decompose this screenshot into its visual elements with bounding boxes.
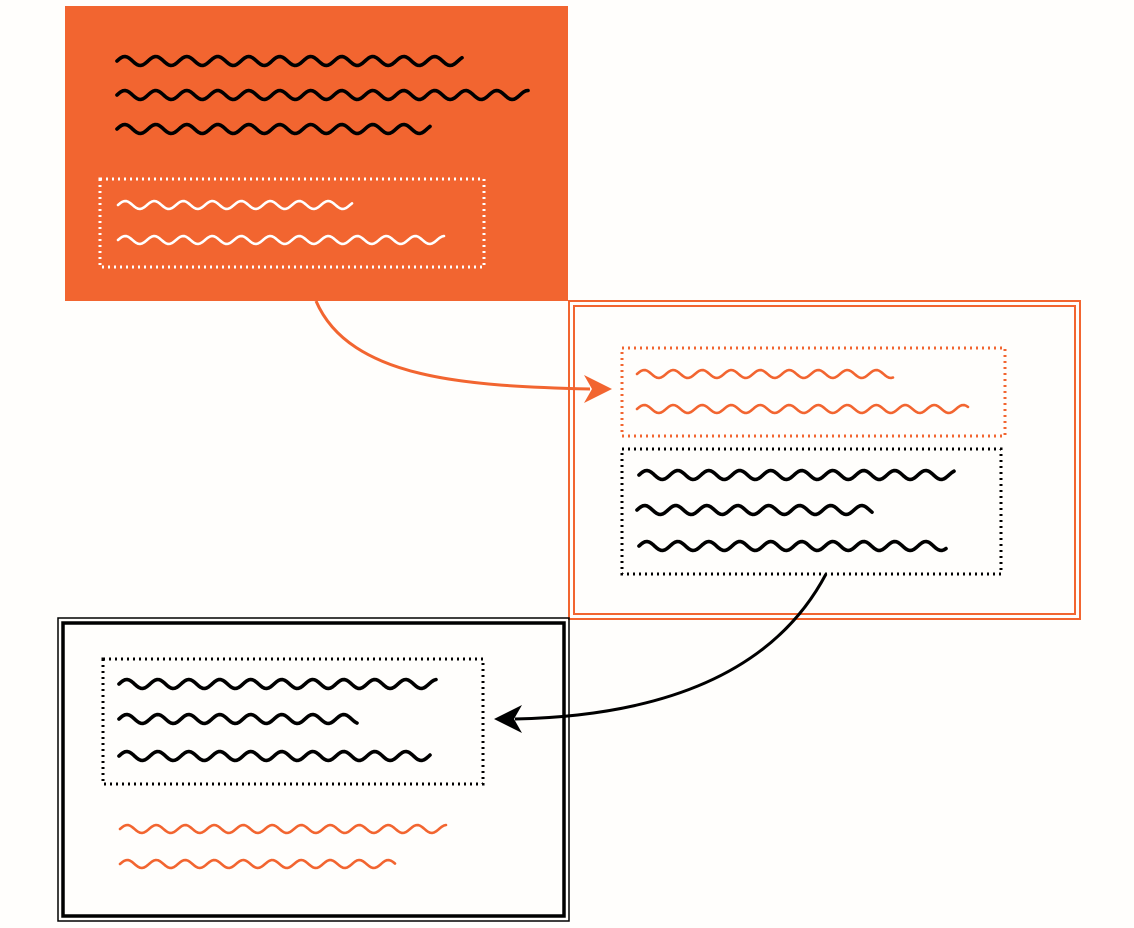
arrowhead-icon	[494, 705, 522, 733]
squiggle-line	[115, 54, 464, 68]
arrow-curve	[514, 573, 828, 721]
squiggle-line	[635, 503, 874, 517]
middle-inner-border	[573, 305, 1076, 615]
arrow-source-to-middle	[314, 300, 612, 403]
source-block	[65, 6, 568, 301]
final-block	[57, 617, 570, 922]
squiggle-line	[637, 468, 956, 482]
squiggle-line	[635, 403, 970, 415]
squiggle-line	[118, 823, 448, 835]
arrow-middle-to-final	[494, 573, 828, 733]
final-outer-border	[57, 617, 570, 922]
squiggle-line	[635, 368, 895, 380]
squiggle-line	[116, 199, 354, 211]
arrowhead-icon	[584, 375, 612, 403]
source-quoted-frame	[98, 177, 486, 269]
middle-quoted-frame	[620, 346, 1007, 438]
arrow-curve	[314, 300, 591, 391]
squiggle-line	[117, 712, 359, 726]
squiggle-line	[116, 234, 446, 246]
squiggle-line	[637, 539, 948, 553]
middle-outer-border	[568, 300, 1081, 620]
squiggle-line	[118, 858, 397, 870]
squiggle-line	[117, 677, 438, 691]
final-inner-border	[61, 621, 566, 918]
middle-block	[568, 300, 1081, 620]
squiggle-line	[115, 122, 432, 136]
squiggle-line	[115, 88, 530, 102]
squiggle-line	[117, 749, 432, 763]
source-block-fill	[65, 6, 568, 301]
